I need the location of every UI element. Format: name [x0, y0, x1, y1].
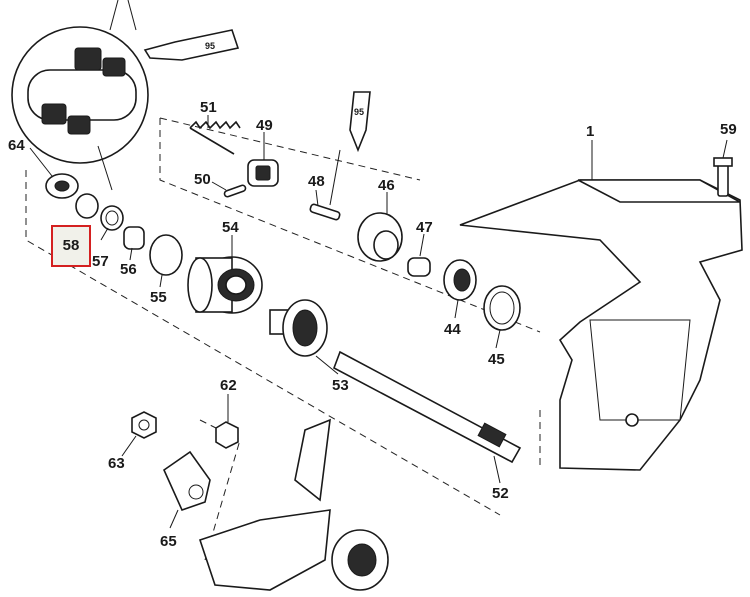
part-57-bearing — [100, 205, 124, 231]
label-63: 63 — [108, 455, 125, 472]
label-49: 49 — [256, 117, 273, 134]
part-54-forward-gear — [187, 256, 263, 314]
label-55: 55 — [150, 289, 167, 306]
part-labels: 1 44 45 46 47 48 49 50 51 52 53 54 55 56… — [8, 99, 737, 550]
part-53-reverse-gear — [269, 299, 328, 357]
part-48-pin — [309, 203, 341, 221]
detail-inset: 95 — [11, 0, 240, 191]
label-52: 52 — [492, 485, 509, 502]
label-57: 57 — [92, 253, 109, 270]
part-50-pin — [223, 184, 247, 198]
label-47: 47 — [416, 219, 433, 236]
sealant-tube-label: 95 — [205, 41, 215, 51]
label-51: 51 — [200, 99, 217, 116]
part-63-nut — [131, 411, 157, 439]
highlighted-part-label: 58 — [62, 237, 80, 254]
part-65-cone — [162, 450, 211, 511]
part-55-oring — [149, 234, 183, 276]
part-45-race — [483, 285, 521, 331]
label-56: 56 — [120, 261, 137, 278]
label-54: 54 — [222, 219, 239, 236]
highlighted-part-58-box[interactable]: 58 — [51, 225, 91, 267]
part-62-washer — [215, 421, 239, 449]
label-44: 44 — [444, 321, 461, 338]
label-50: 50 — [194, 171, 211, 188]
label-64: 64 — [8, 137, 25, 154]
part-58-washer — [75, 193, 99, 219]
sealant-tube-2-label: 95 — [354, 107, 364, 117]
assembly-outline — [25, 117, 541, 561]
leader-lines — [29, 115, 728, 529]
part-47-sleeve — [407, 257, 431, 277]
label-59: 59 — [720, 121, 737, 138]
propeller — [198, 418, 389, 591]
part-1-gear-housing — [459, 179, 743, 471]
sealant-tube-2: 95 — [329, 91, 371, 206]
part-49-shift-cam — [247, 159, 279, 187]
part-44-bearing — [443, 259, 477, 301]
label-65: 65 — [160, 533, 177, 550]
label-48: 48 — [308, 173, 325, 190]
part-56-sleeve — [123, 226, 145, 250]
label-1: 1 — [586, 123, 594, 140]
label-53: 53 — [332, 377, 349, 394]
label-62: 62 — [220, 377, 237, 394]
label-46: 46 — [378, 177, 395, 194]
label-45: 45 — [488, 351, 505, 368]
part-46-bearing-carrier — [357, 212, 403, 262]
part-51-spring — [189, 120, 241, 155]
part-52-propshaft — [333, 350, 522, 464]
part-64-seal — [45, 173, 79, 199]
